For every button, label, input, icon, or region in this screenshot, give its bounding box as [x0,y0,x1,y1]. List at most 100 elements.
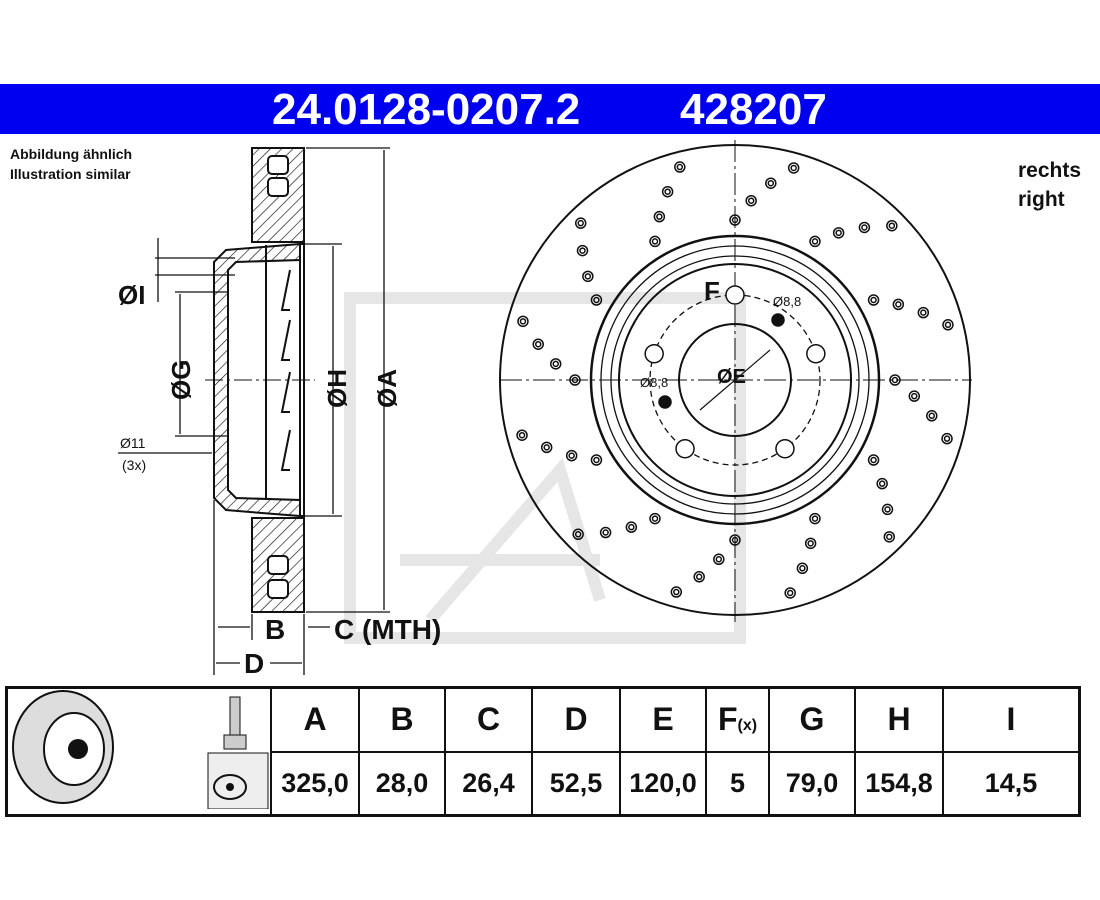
watermark-logo [344,292,746,644]
drill-hole [886,219,898,232]
col-b-value: 28,0 [358,750,446,817]
drill-hole [867,454,880,466]
drill-hole-inner [543,444,550,451]
drill-hole-inner [928,412,936,420]
drill-hole [729,214,741,226]
label-hole-11: Ø11 [120,435,146,451]
drill-hole-inner [835,229,842,237]
drill-hole [590,294,603,306]
illustration-note: Abbildung ähnlich Illustration similar [10,144,132,184]
col-e-value: 120,0 [619,750,707,817]
drill-hole [649,235,661,248]
col-a-head: A [270,686,360,753]
drill-hole [572,528,584,541]
drill-hole-inner [861,224,868,231]
col-h-head: H [854,686,944,753]
label-b: B [265,614,286,645]
drill-hole [713,553,725,566]
col-g-value: 79,0 [768,750,856,817]
drill-hole-inner [888,222,896,229]
drill-hole-inner [602,529,609,536]
drill-hole [804,537,817,550]
col-i-value: 14,5 [942,750,1081,817]
label-f: F [704,276,720,306]
disc-thumbnail [12,690,269,810]
bolt-hole [675,439,695,459]
col-a-value: 325,0 [270,750,360,817]
drill-hole-inner [593,296,600,304]
drill-hole-inner [651,515,659,522]
drill-hole-inner [628,523,635,531]
drill-hole-inner [579,247,586,254]
drill-hole-inner [676,163,684,171]
section-view [118,147,390,675]
drill-hole-inner [568,452,575,459]
drill-hole-inner [944,321,952,329]
drill-hole-inner [911,392,918,400]
drill-hole-inner [673,588,680,596]
drill-hole-inner [731,216,739,224]
drill-hole-inner [715,556,723,563]
drill-hole [693,571,705,583]
drill-hole [516,429,528,441]
drill-hole-inner [571,376,579,384]
dimensions-table: A B C D E F(x) G H I 325,0 28,0 26,4 52,… [5,686,1081,817]
drill-hole-inner [786,589,794,597]
label-dia-h: ØH [322,369,352,408]
drill-hole-inner [884,506,891,513]
drill-hole-inner [870,296,877,304]
drill-hole-inner [584,273,592,280]
drill-hole-inner [695,573,703,581]
drill-hole-inner [664,188,671,195]
col-f-suffix: (x) [737,717,758,735]
drill-hole-inner [731,536,739,544]
bolt-hole [725,285,745,305]
part-number: 24.0128-0207.2 [272,85,581,134]
drill-hole-inner [920,309,927,316]
drill-hole [599,526,612,539]
label-small-hole-2: Ø8,8 [640,375,669,390]
drill-hole [917,306,930,319]
drill-hole-inner [799,565,806,572]
drill-hole-inner [593,456,600,464]
drill-hole-inner [747,197,755,204]
wheel-hub-icon [207,752,269,810]
bolt-icon [229,696,241,736]
drill-hole [832,227,845,239]
drill-hole-inner [895,301,902,308]
col-e-head: E [619,686,707,753]
label-d: D [244,648,265,679]
side-en: right [1018,188,1065,211]
short-number: 428207 [680,85,827,134]
label-c-mth: C (MTH) [334,614,442,645]
label-dia-e: ØE [717,366,746,388]
drill-hole-inner [790,164,797,172]
drill-hole [892,298,905,311]
label-dia-g: ØG [166,359,196,400]
col-c-value: 26,4 [444,750,533,817]
drill-hole [576,244,589,257]
drill-hole [569,374,581,386]
drill-hole-inner [943,435,951,442]
col-h-value: 154,8 [854,750,944,817]
drill-hole [540,441,553,454]
header-bar [0,84,1100,134]
drill-hole [787,162,800,174]
drill-hole-inner [811,515,819,522]
drill-hole-inner [577,219,584,227]
drill-hole-inner [651,238,659,245]
drill-hole [941,432,953,445]
bolt-holes [644,285,826,459]
drill-hole-inner [891,376,899,384]
drill-hole-inner [870,456,877,464]
drill-hole [517,315,529,328]
drill-hole-inner [767,179,775,187]
drill-hole-inner [656,213,663,220]
drill-hole-inner [807,540,814,547]
col-c-head: C [444,686,533,753]
drill-hole-inner [518,431,526,439]
label-hole-count: (3x) [122,457,147,473]
drill-hole [926,410,938,422]
bolt-hole [806,343,826,364]
drill-hole [674,161,686,173]
